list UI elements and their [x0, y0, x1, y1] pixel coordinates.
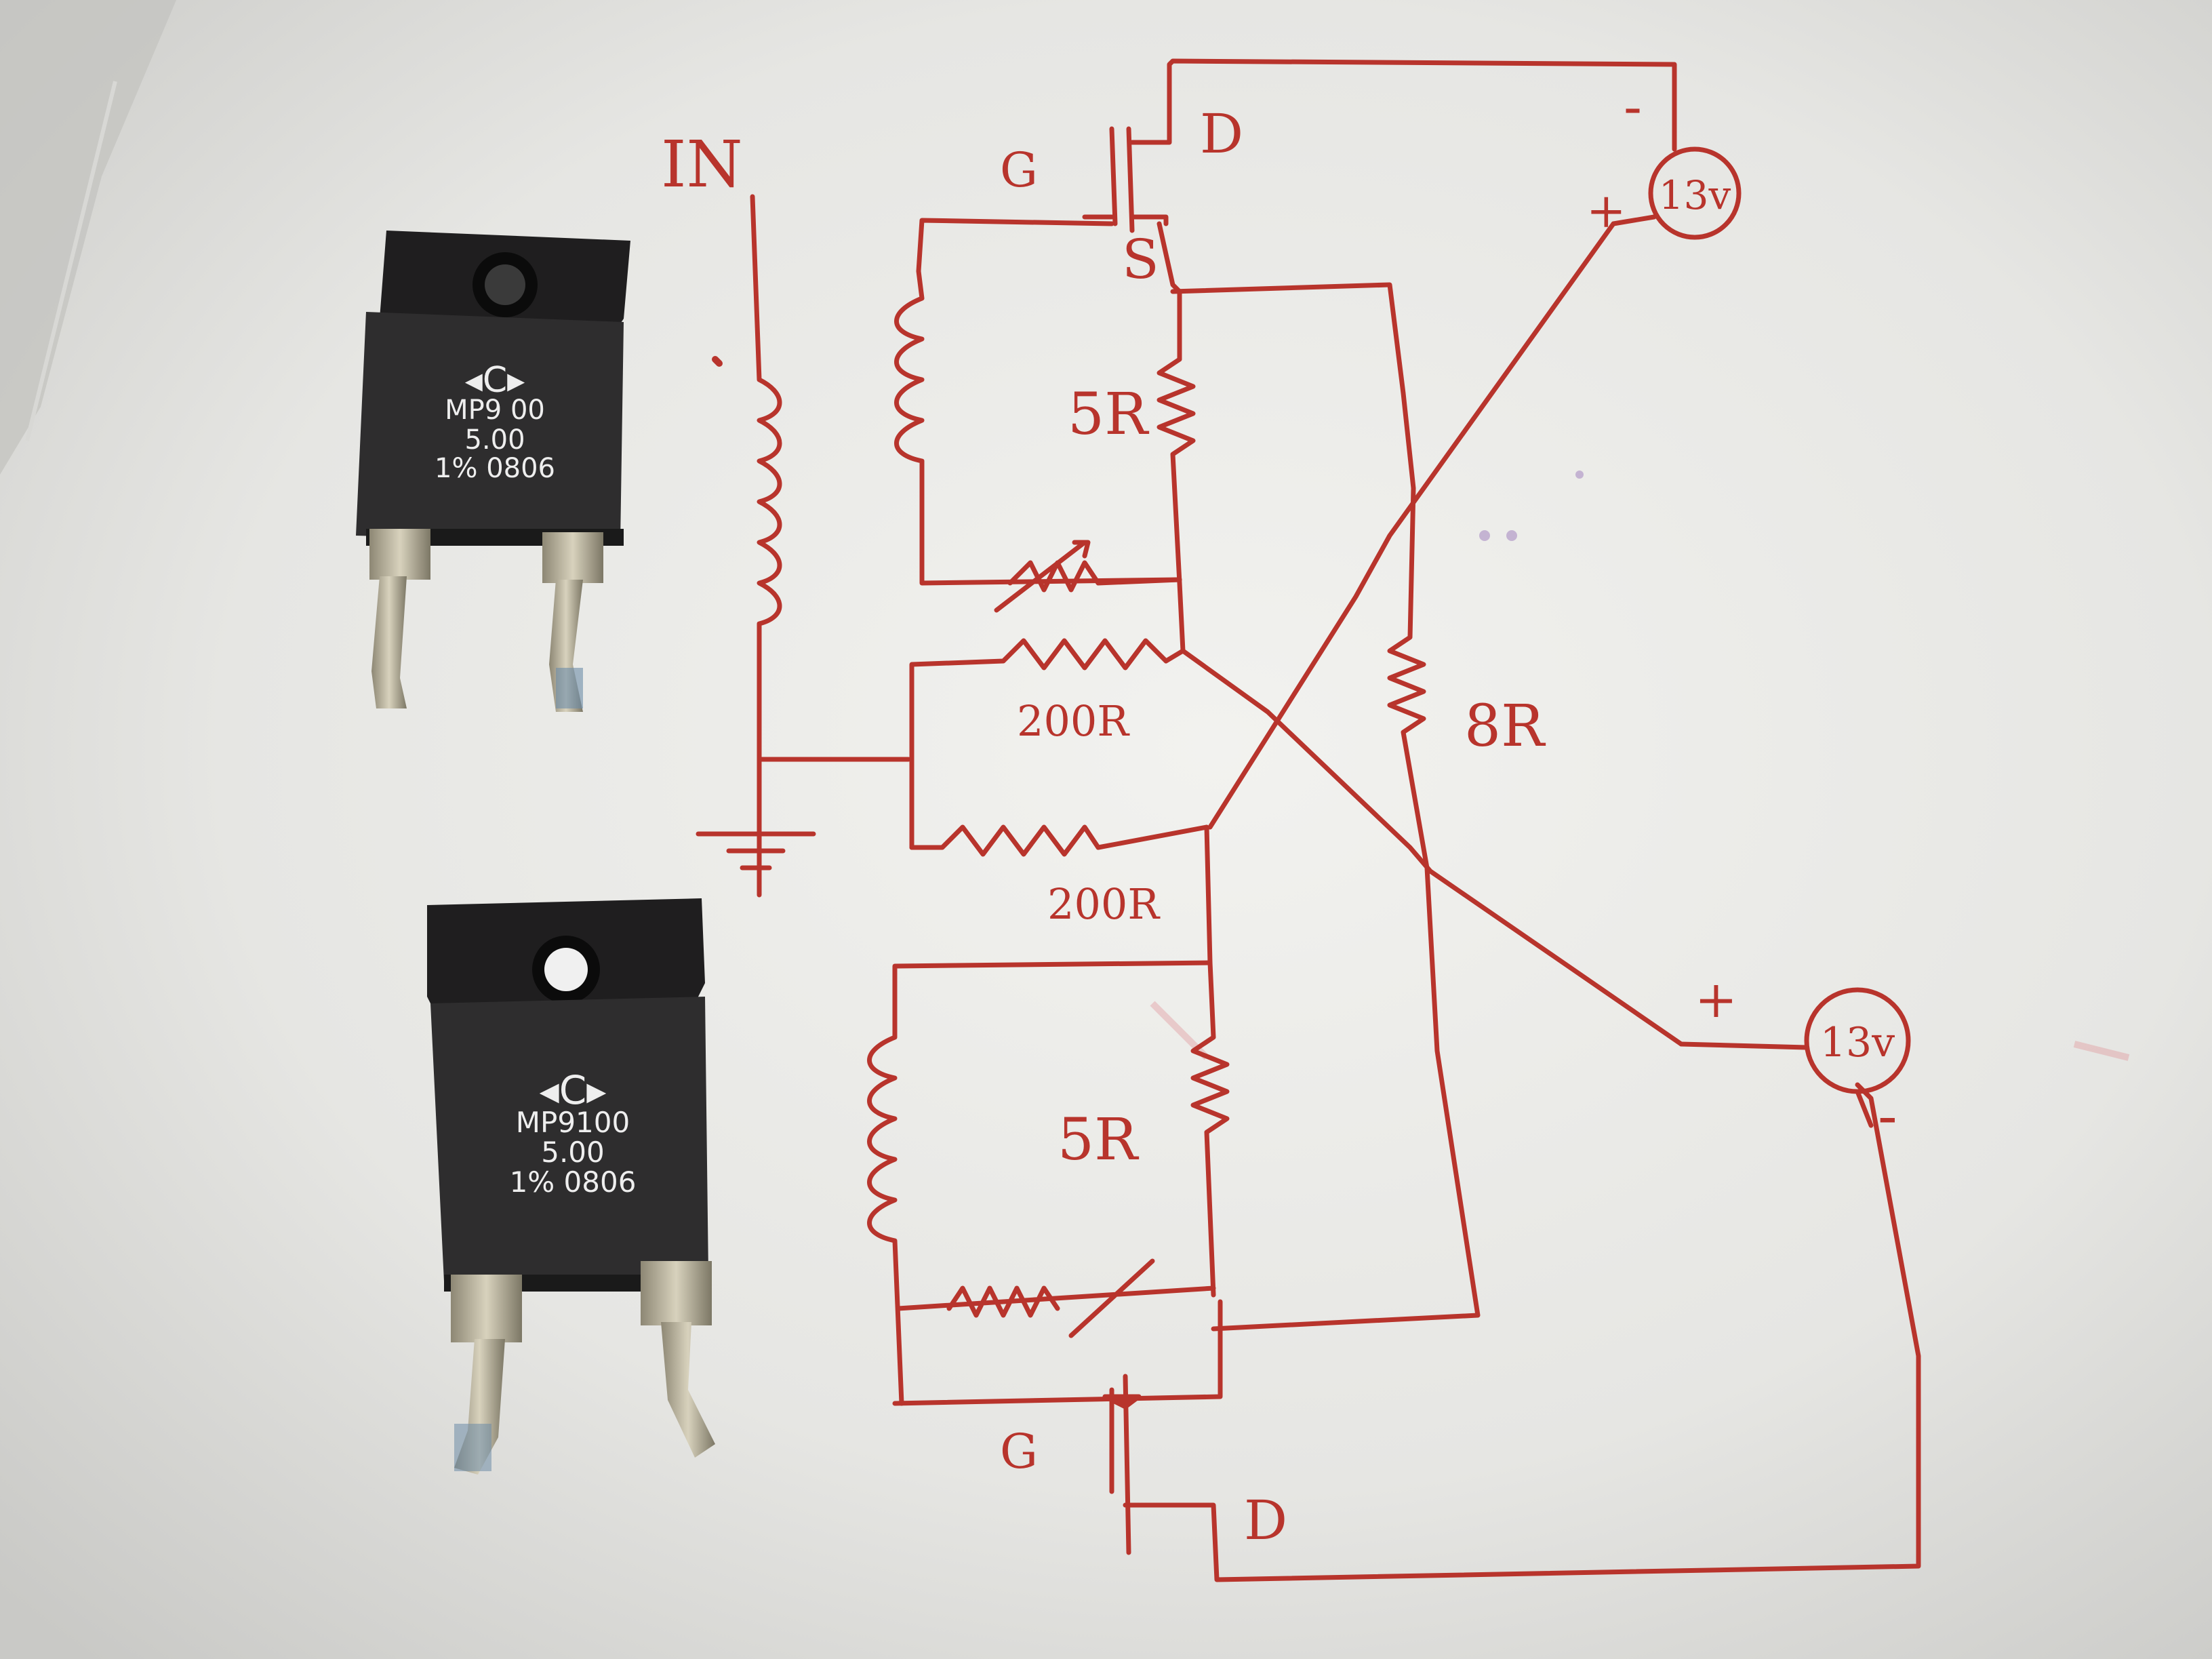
cross-wire-to-supply: [1207, 221, 1616, 830]
resistor-bottom-lead-right: [661, 1322, 715, 1458]
ground-icon: [696, 824, 816, 898]
power-resistor-bottom: ◂C▸ MP9100 5.00 1% 0806: [427, 898, 715, 1475]
cross-wire-to-bottom: [1180, 648, 1684, 1047]
resistor-bottom-code: 1% 0806: [510, 1165, 637, 1199]
top-source-label: S: [1122, 228, 1159, 291]
resistor-top-lead-left: [371, 576, 407, 708]
resistor-top-lead-left-pad: [369, 529, 430, 580]
supply-top-icon: [1648, 146, 1742, 240]
input-dot: [712, 356, 723, 367]
top-drain-label: D: [1200, 102, 1243, 165]
supply-top-minus: -: [1624, 75, 1642, 138]
bottom-variable-resistor-icon: [896, 1258, 1216, 1338]
supply-top-value: 13v: [1659, 172, 1731, 218]
schematic-drawing: [696, 58, 1921, 1582]
bottom-drain-label: D: [1244, 1489, 1287, 1552]
resistor-bottom-model: MP9100: [516, 1106, 630, 1139]
r200-b-label: 200R: [1047, 879, 1161, 929]
bottom-5r-resistor-icon: [1190, 960, 1230, 1298]
bottom-5r-label: 5R: [1058, 1106, 1140, 1174]
r8r-label: 8R: [1464, 693, 1546, 760]
top-gate-coil: [894, 218, 1182, 586]
r200-a-icon: [909, 638, 1186, 850]
r200-b-icon: [909, 824, 1213, 965]
resistor-bottom-lead-left-pad: [451, 1275, 522, 1342]
top-mosfet-icon: [1109, 58, 1677, 233]
resistor-top-lead-right-pad: [542, 532, 603, 583]
resistor-top-model: MP9 00: [445, 395, 545, 426]
resistor-bottom-lead-right-pad: [641, 1261, 712, 1325]
paper-edge-shadow: [0, 0, 176, 475]
resistor-bottom-value: 5.00: [541, 1136, 605, 1169]
power-resistor-top: ◂C▸ MP9 00 5.00 1% 0806: [356, 231, 630, 712]
input-coil: [750, 194, 782, 837]
supply-bottom-plus: +: [1695, 970, 1737, 1029]
r200-a-label: 200R: [1017, 696, 1130, 746]
source-wire: [1170, 282, 1481, 1332]
supply-bottom-value: 13v: [1820, 1019, 1895, 1066]
resistor-bottom-logo: ◂C▸: [540, 1067, 607, 1113]
top-variable-resistor-icon: [994, 540, 1182, 613]
resistor-bottom-body: [430, 997, 708, 1281]
top-gate-label: G: [1000, 142, 1038, 198]
resistor-top-logo: ◂C▸: [465, 360, 525, 401]
bottom-gate-coil: [867, 960, 1213, 1406]
resistor-top-code: 1% 0806: [435, 453, 555, 484]
top-5r-label: 5R: [1068, 381, 1150, 448]
paper-fold: [25, 81, 117, 441]
resistor-top-value: 5.00: [464, 424, 525, 456]
bottom-gate-label: G: [1000, 1424, 1038, 1479]
resistor-top-body: [356, 312, 624, 542]
supply-top-plus: +: [1586, 183, 1626, 239]
supply-bottom-minus: -: [1878, 1083, 1897, 1150]
input-label: IN: [661, 127, 743, 202]
